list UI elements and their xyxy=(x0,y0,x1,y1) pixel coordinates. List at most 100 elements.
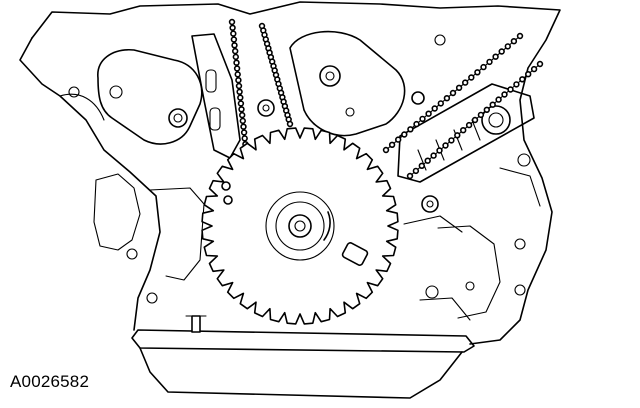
tensioner-pulley xyxy=(481,105,511,135)
guide-bolt xyxy=(421,195,439,213)
chain-link xyxy=(233,65,241,72)
chain-link xyxy=(431,105,438,112)
guide-bolt xyxy=(257,99,275,117)
bolt-hole xyxy=(465,281,475,291)
chain-link xyxy=(239,117,247,125)
chain-link xyxy=(230,30,237,37)
chain-link xyxy=(412,167,420,175)
chain-link xyxy=(407,126,414,133)
crank-hub xyxy=(265,191,335,261)
chain-link xyxy=(507,86,514,93)
crankshaft-sprocket xyxy=(201,127,399,325)
chain-link xyxy=(462,79,469,86)
chain-link xyxy=(235,82,243,90)
figure-code: A0026582 xyxy=(10,372,90,391)
chain-link xyxy=(240,129,248,136)
chain-link xyxy=(510,37,518,45)
chain-link xyxy=(413,120,420,128)
left-cam-boss xyxy=(97,49,203,145)
chain-link xyxy=(492,53,499,60)
chain-link xyxy=(228,18,236,26)
chain-link xyxy=(519,76,526,83)
chain-link xyxy=(232,53,240,61)
chain-link xyxy=(536,60,544,68)
chain-link xyxy=(401,131,408,138)
chain-link xyxy=(395,136,402,143)
chain-link xyxy=(239,111,246,119)
bolt-hole xyxy=(126,248,138,260)
cam-bolt xyxy=(319,65,341,87)
chain-link xyxy=(234,71,241,78)
chain-link xyxy=(229,24,236,31)
chain-link xyxy=(454,132,461,139)
pan-bolt xyxy=(191,315,201,333)
chain-link xyxy=(495,96,502,103)
chain-link xyxy=(235,76,242,84)
left-chain-guide xyxy=(191,33,275,159)
bolt-hole xyxy=(434,34,446,46)
chain-link xyxy=(483,106,490,114)
chain-link xyxy=(437,100,444,107)
chain-link xyxy=(530,65,538,73)
crank-bolt xyxy=(288,214,312,238)
bolt-hole xyxy=(514,238,526,250)
chain-link xyxy=(419,115,426,123)
bolt-hole xyxy=(345,107,355,117)
chain-link xyxy=(418,162,425,170)
chain-link xyxy=(424,157,431,164)
chain-link xyxy=(449,89,457,97)
chain-link xyxy=(513,81,520,88)
chain-link xyxy=(486,58,493,66)
upper-cam-boss xyxy=(289,30,425,137)
chain-link xyxy=(241,135,248,142)
chain-link xyxy=(443,94,451,102)
small-bolt xyxy=(411,91,425,105)
chain-link xyxy=(477,111,485,119)
chain-link xyxy=(230,36,238,43)
chain-link xyxy=(468,74,475,81)
chain-link xyxy=(504,43,511,50)
chain-link xyxy=(232,47,239,55)
chain-link xyxy=(455,84,463,92)
chain-link xyxy=(471,116,479,124)
dowel xyxy=(221,181,231,191)
bolt-hole xyxy=(146,292,158,304)
chain-link xyxy=(430,152,437,159)
chain-link xyxy=(498,48,505,55)
chain-link xyxy=(524,70,532,78)
bolt-hole xyxy=(517,153,531,167)
bolt-hole xyxy=(514,284,526,296)
chain-link xyxy=(436,147,443,154)
bolt-hole xyxy=(425,285,439,299)
oil-pan xyxy=(131,315,475,399)
chain-link xyxy=(489,101,496,108)
chain-link xyxy=(425,110,432,117)
dowel xyxy=(223,195,233,205)
bolt-hole xyxy=(68,86,80,98)
chain-link xyxy=(240,123,247,130)
chain-link xyxy=(460,126,467,134)
bolt-hole xyxy=(109,85,123,99)
chain-link xyxy=(388,141,396,149)
chain-link xyxy=(238,106,245,113)
chain-link xyxy=(465,121,473,129)
chain-link xyxy=(233,59,240,66)
chain-link xyxy=(516,32,524,40)
chain-link xyxy=(501,91,508,98)
crank-key xyxy=(341,242,369,266)
chain-link xyxy=(236,88,243,96)
chain-link xyxy=(231,42,238,49)
chain-link xyxy=(442,142,449,149)
chain-link xyxy=(286,120,294,128)
chain-link xyxy=(382,146,390,154)
bolt-head xyxy=(168,108,188,128)
block-bolt-holes xyxy=(68,34,531,304)
chain-link xyxy=(474,69,481,76)
chain-link xyxy=(448,137,455,144)
chain-link xyxy=(480,63,487,71)
chain-link xyxy=(237,100,245,107)
chain-link xyxy=(406,172,414,180)
right-chain-guide xyxy=(397,83,535,213)
chain-link xyxy=(237,94,244,101)
